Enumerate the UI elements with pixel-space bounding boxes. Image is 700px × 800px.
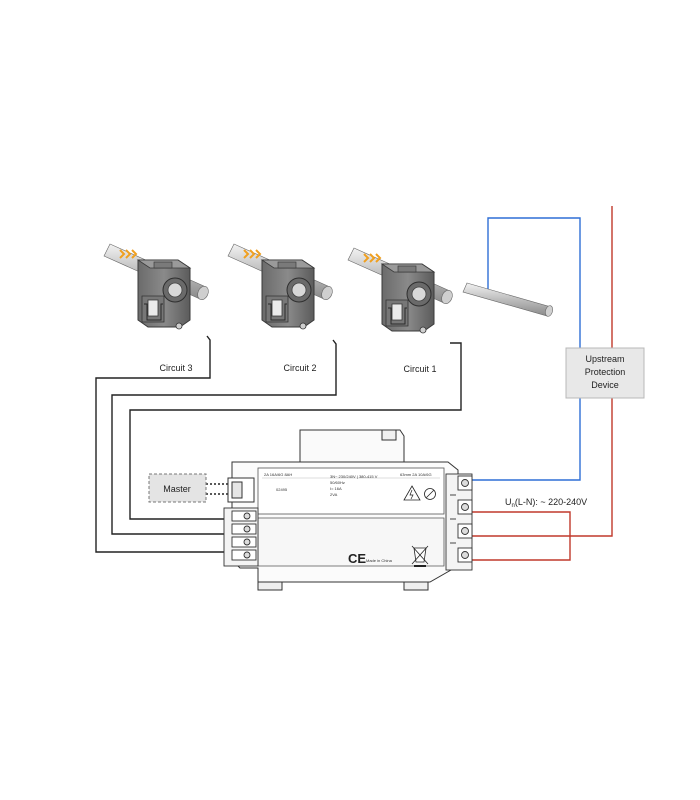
meter-right-spec: 63mm 2A 10A/6G	[400, 472, 432, 477]
voltage-subscript: n	[512, 503, 515, 509]
ct-clamp-circuit-2	[227, 243, 336, 330]
ct-clamp-circuit-1	[347, 247, 456, 334]
meter-mid-spec-2: 50/60Hz	[330, 480, 345, 485]
voltage-suffix: (L-N): ~ 220-240V	[515, 497, 587, 507]
neutral-wire	[470, 217, 581, 481]
upstream-line-2: Protection	[585, 367, 626, 377]
master-box: Master	[148, 473, 207, 503]
signal-wires	[95, 335, 462, 553]
meter-left-spec: 2A 16A/6G 8AH	[264, 472, 292, 477]
meter-mid-spec-1: 3N~ 230/240V | 380-415 V	[330, 474, 378, 479]
loose-conductor	[462, 282, 553, 317]
voltage-prefix: U	[505, 497, 512, 507]
energy-meter	[227, 429, 459, 591]
master-label: Master	[163, 484, 191, 494]
meter-mid-spec-4: 2VA	[330, 492, 338, 497]
ce-mark: CE	[348, 551, 366, 566]
meter-id-code: 02495	[276, 487, 288, 492]
power-terminal-block	[445, 473, 473, 571]
ct-terminal-block	[223, 507, 259, 567]
circuit-1-label: Circuit 1	[403, 364, 436, 374]
ct-clamp-circuit-3	[103, 243, 212, 330]
meter-mid-spec-3: I= 16A	[330, 486, 342, 491]
upstream-line-1: Upstream	[585, 354, 624, 364]
live-wires	[470, 206, 613, 561]
upstream-line-3: Device	[591, 380, 619, 390]
upstream-protection-device: Upstream Protection Device	[565, 347, 645, 399]
voltage-label: Un(L-N): ~ 220-240V	[505, 497, 587, 509]
circuit-2-label: Circuit 2	[283, 363, 316, 373]
made-in-label: Made in China	[366, 558, 393, 563]
circuit-3-label: Circuit 3	[159, 363, 192, 373]
